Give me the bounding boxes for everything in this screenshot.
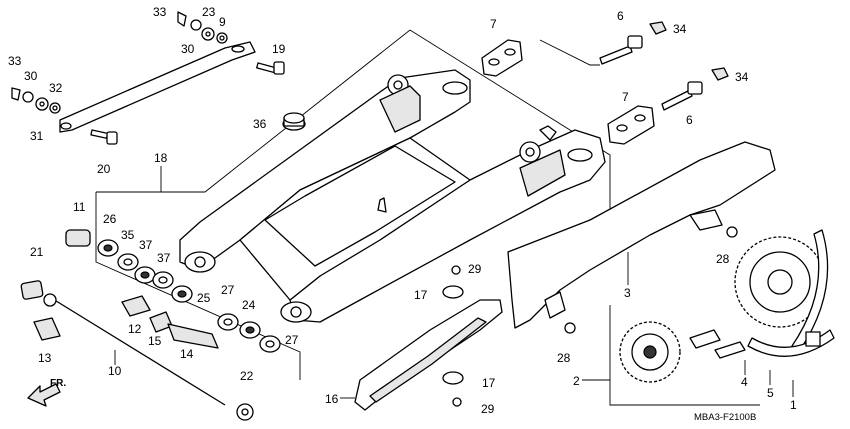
callout-5: 5 <box>767 386 774 400</box>
callout-28a: 28 <box>716 252 730 266</box>
callout-37b: 37 <box>157 251 171 265</box>
callout-30b: 30 <box>24 69 38 83</box>
bolts-small <box>90 61 306 145</box>
callout-34b: 34 <box>735 70 749 84</box>
callout-22: 22 <box>240 369 254 383</box>
callout-12: 12 <box>128 322 142 336</box>
group-outline-boxes <box>95 29 760 406</box>
chain-slider <box>354 265 503 411</box>
callout-26: 26 <box>103 212 117 226</box>
pivot-shaft <box>20 280 254 421</box>
diagram-code: MBA3-F2100B <box>694 412 756 423</box>
callout-25: 25 <box>197 291 211 305</box>
swingarm <box>179 69 606 323</box>
callout-3: 3 <box>624 286 631 300</box>
callout-6b: 6 <box>686 113 693 127</box>
callout-7b: 7 <box>622 90 629 104</box>
torque-rod <box>59 41 256 133</box>
front-label: FR. <box>50 378 66 389</box>
callout-31: 31 <box>30 129 44 143</box>
callout-33b: 33 <box>8 54 22 68</box>
callout-19: 19 <box>272 42 286 56</box>
callout-35: 35 <box>121 228 135 242</box>
fasteners-top-left <box>11 11 228 114</box>
callout-29a: 29 <box>468 262 482 276</box>
callout-21: 21 <box>30 245 44 259</box>
bearings-seals <box>65 229 281 353</box>
callout-27b: 27 <box>285 333 299 347</box>
callout-13: 13 <box>38 351 52 365</box>
callout-32: 32 <box>49 81 63 95</box>
callout-30a: 30 <box>181 42 195 56</box>
callout-33a: 33 <box>153 5 167 19</box>
callout-28b: 28 <box>557 351 571 365</box>
leader-lines <box>114 166 794 399</box>
callout-9: 9 <box>219 15 226 29</box>
callout-7a: 7 <box>490 17 497 31</box>
callout-18: 18 <box>154 151 168 165</box>
callout-2: 2 <box>573 374 580 388</box>
callout-6a: 6 <box>617 9 624 23</box>
callout-29b: 29 <box>481 402 495 416</box>
callout-20: 20 <box>97 162 111 176</box>
adjuster-brackets <box>481 21 729 145</box>
callout-24: 24 <box>242 298 256 312</box>
callout-10: 10 <box>108 364 122 378</box>
callout-11: 11 <box>73 200 86 214</box>
callout-4: 4 <box>741 375 748 389</box>
callout-17b: 17 <box>482 376 496 390</box>
callout-16: 16 <box>325 392 339 406</box>
callout-labels: 1 2 3 4 5 6 6 7 7 9 10 11 12 13 14 15 16… <box>8 5 797 416</box>
callout-27a: 27 <box>221 283 235 297</box>
chain-case <box>507 141 776 329</box>
callout-37a: 37 <box>139 238 153 252</box>
callout-36: 36 <box>253 117 267 131</box>
callout-23: 23 <box>202 5 216 19</box>
front-direction-arrow: FR. <box>27 378 66 407</box>
callout-17a: 17 <box>414 288 428 302</box>
callout-15: 15 <box>148 334 162 348</box>
callout-14: 14 <box>180 347 194 361</box>
drive-assembly <box>564 226 835 383</box>
callout-1: 1 <box>790 398 797 412</box>
callout-34a: 34 <box>673 22 687 36</box>
